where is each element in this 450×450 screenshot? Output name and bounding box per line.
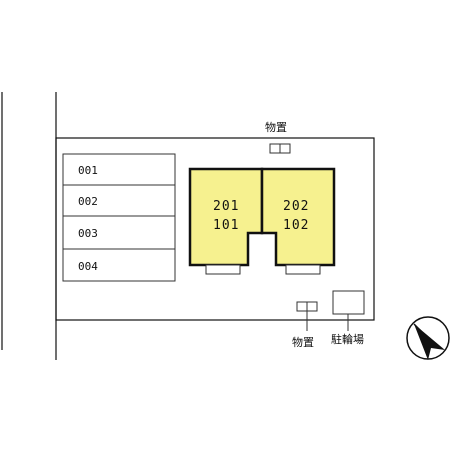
unit-right	[260, 167, 336, 267]
storage-label: 物置	[265, 120, 287, 134]
parking-slot-label: 003	[78, 227, 98, 240]
unit-number: 101	[213, 218, 239, 233]
unit-number: 202	[283, 199, 309, 214]
bicycle-parking: 駐輪場	[331, 290, 365, 346]
storage-top: 物置	[265, 120, 291, 154]
building: 201 101 202 102	[188, 167, 336, 275]
parking-area: 001 002 003 004	[62, 153, 176, 282]
storage-bottom: 物置	[292, 301, 318, 349]
parking-slot-label: 004	[78, 260, 98, 273]
parking-slot-label: 001	[78, 164, 98, 177]
entrance-step	[285, 264, 321, 275]
storage-label: 物置	[292, 335, 314, 349]
compass-icon	[406, 316, 450, 360]
unit-number: 201	[213, 199, 239, 214]
parking-slot-label: 002	[78, 195, 98, 208]
unit-number: 102	[283, 218, 309, 233]
parking-slot	[62, 215, 176, 250]
parking-slot	[62, 184, 176, 217]
bicycle-parking-box	[332, 290, 365, 315]
parking-slot	[62, 248, 176, 282]
unit-left	[188, 167, 264, 267]
parking-slot	[62, 153, 176, 186]
entrance-step	[205, 264, 241, 275]
bicycle-parking-label: 駐輪場	[331, 332, 364, 346]
lot-boundary	[55, 137, 375, 321]
